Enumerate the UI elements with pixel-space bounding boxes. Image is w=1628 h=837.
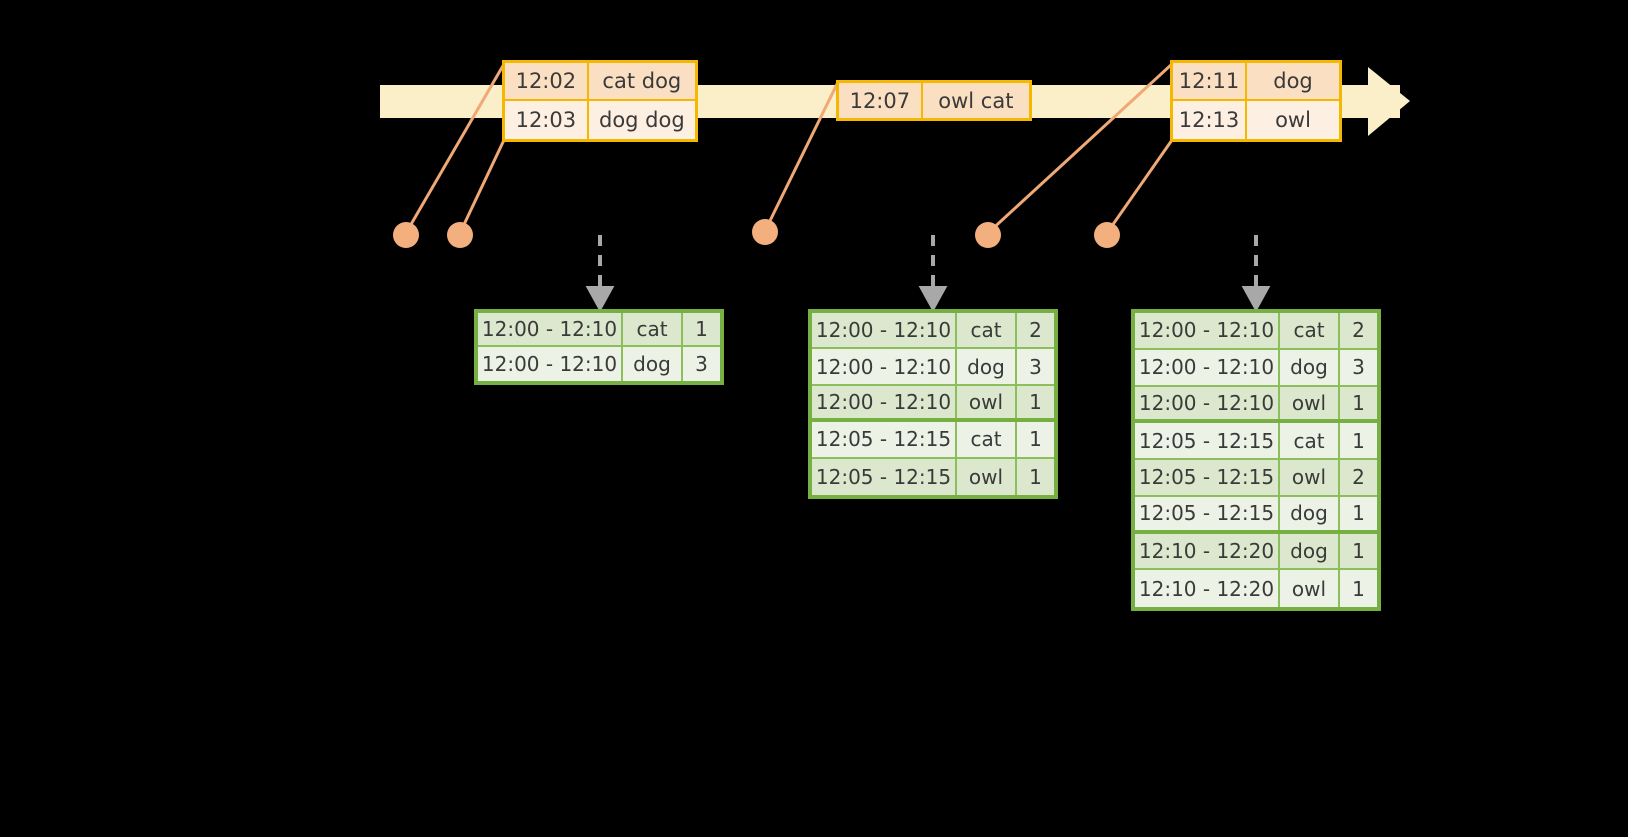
cell-word: owl xyxy=(1280,386,1340,420)
table-row: 12:00 - 12:10 cat 1 xyxy=(478,313,720,348)
event-words: owl xyxy=(1275,108,1311,133)
event-group-1: 12:02 cat dog 12:03 dog dog xyxy=(502,60,698,142)
cell-count: 3 xyxy=(695,352,708,377)
event-words: dog xyxy=(1273,69,1313,94)
event-row: 12:13 owl xyxy=(1173,101,1339,139)
result-table-1: 12:00 - 12:10 cat 1 12:00 - 12:10 dog 3 xyxy=(474,309,724,385)
cell-count: 3 xyxy=(1029,354,1042,379)
cell-count: 2 xyxy=(1352,465,1365,490)
cell-window: 12:00 - 12:10 xyxy=(812,349,957,384)
emit-arrow-1 xyxy=(585,235,615,313)
cell-window: 12:00 - 12:10 xyxy=(478,313,623,346)
table-row: 12:05 - 12:15 dog 1 xyxy=(1135,496,1377,534)
cell-word: cat xyxy=(1280,313,1340,348)
table-row: 12:05 - 12:15 owl 1 xyxy=(812,458,1054,496)
event-words: owl cat xyxy=(938,88,1014,113)
result-table-3: 12:00 - 12:10 cat 2 12:00 - 12:10 dog 3 … xyxy=(1131,309,1381,611)
emit-arrow-2 xyxy=(918,235,948,313)
table-row: 12:00 - 12:10 owl 1 xyxy=(812,385,1054,423)
cell-window: 12:00 - 12:10 xyxy=(1135,313,1280,348)
result-table-2: 12:00 - 12:10 cat 2 12:00 - 12:10 dog 3 … xyxy=(808,309,1058,499)
table-row: 12:00 - 12:10 dog 3 xyxy=(1135,349,1377,387)
table-row: 12:00 - 12:10 cat 2 xyxy=(1135,313,1377,350)
table-row: 12:05 - 12:15 cat 1 xyxy=(812,422,1054,459)
table-row: 12:10 - 12:20 owl 1 xyxy=(1135,570,1377,608)
cell-count: 3 xyxy=(1352,355,1365,380)
event-time: 12:07 xyxy=(839,83,923,118)
table-row: 12:00 - 12:10 owl 1 xyxy=(1135,386,1377,424)
cell-word: dog xyxy=(1280,533,1340,569)
event-words: cat dog xyxy=(602,69,682,94)
cell-word: dog xyxy=(1280,496,1340,530)
cell-count: 1 xyxy=(1352,538,1365,563)
cell-count: 1 xyxy=(1029,464,1042,489)
cell-word: dog xyxy=(957,349,1017,384)
cell-window: 12:05 - 12:15 xyxy=(1135,496,1280,530)
cell-window: 12:00 - 12:10 xyxy=(1135,386,1280,420)
cell-count: 1 xyxy=(1352,576,1365,601)
cell-window: 12:05 - 12:15 xyxy=(1135,460,1280,495)
cell-word: dog xyxy=(623,347,683,381)
marker-dot-4 xyxy=(975,222,1001,248)
event-row: 12:11 dog xyxy=(1173,63,1339,102)
cell-window: 12:05 - 12:15 xyxy=(812,458,957,496)
cell-count: 1 xyxy=(1029,427,1042,452)
marker-dots xyxy=(393,219,1120,248)
cell-word: cat xyxy=(1280,423,1340,459)
cell-window: 12:05 - 12:15 xyxy=(812,422,957,457)
event-time: 12:13 xyxy=(1173,101,1247,139)
cell-count: 1 xyxy=(1352,390,1365,415)
cell-window: 12:05 - 12:15 xyxy=(1135,423,1280,459)
cell-word: owl xyxy=(957,458,1017,496)
cell-count: 1 xyxy=(695,317,708,342)
table-row: 12:00 - 12:10 cat 2 xyxy=(812,313,1054,350)
event-group-2: 12:07 owl cat xyxy=(836,80,1032,121)
cell-window: 12:10 - 12:20 xyxy=(1135,533,1280,569)
cell-word: cat xyxy=(957,422,1017,457)
cell-count: 2 xyxy=(1029,318,1042,343)
emit-arrow-3 xyxy=(1241,235,1271,313)
marker-dot-2 xyxy=(447,222,473,248)
cell-window: 12:00 - 12:10 xyxy=(1135,349,1280,385)
event-row: 12:02 cat dog xyxy=(505,63,695,102)
cell-word: cat xyxy=(623,313,683,346)
marker-dot-1 xyxy=(393,222,419,248)
cell-count: 2 xyxy=(1352,318,1365,343)
table-row: 12:05 - 12:15 cat 1 xyxy=(1135,423,1377,461)
emit-arrows xyxy=(585,235,1271,313)
cell-window: 12:00 - 12:10 xyxy=(478,347,623,381)
cell-word: dog xyxy=(1280,349,1340,385)
cell-word: owl xyxy=(1280,460,1340,495)
event-time: 12:02 xyxy=(505,63,589,100)
cell-count: 1 xyxy=(1352,428,1365,453)
table-row: 12:00 - 12:10 dog 3 xyxy=(812,349,1054,386)
event-time: 12:03 xyxy=(505,101,589,139)
event-group-3: 12:11 dog 12:13 owl xyxy=(1170,60,1342,142)
cell-word: owl xyxy=(1280,570,1340,608)
cell-count: 1 xyxy=(1352,501,1365,526)
table-row: 12:05 - 12:15 owl 2 xyxy=(1135,460,1377,497)
cell-window: 12:00 - 12:10 xyxy=(812,313,957,348)
event-words: dog dog xyxy=(599,108,685,133)
cell-window: 12:10 - 12:20 xyxy=(1135,570,1280,608)
cell-word: owl xyxy=(957,385,1017,419)
marker-dot-5 xyxy=(1094,222,1120,248)
cell-count: 1 xyxy=(1029,390,1042,415)
event-row: 12:03 dog dog xyxy=(505,101,695,139)
marker-dot-3 xyxy=(752,219,778,245)
table-row: 12:10 - 12:20 dog 1 xyxy=(1135,533,1377,571)
event-time: 12:11 xyxy=(1173,63,1247,100)
cell-window: 12:00 - 12:10 xyxy=(812,385,957,419)
cell-word: cat xyxy=(957,313,1017,348)
table-row: 12:00 - 12:10 dog 3 xyxy=(478,347,720,381)
event-row: 12:07 owl cat xyxy=(839,83,1029,118)
